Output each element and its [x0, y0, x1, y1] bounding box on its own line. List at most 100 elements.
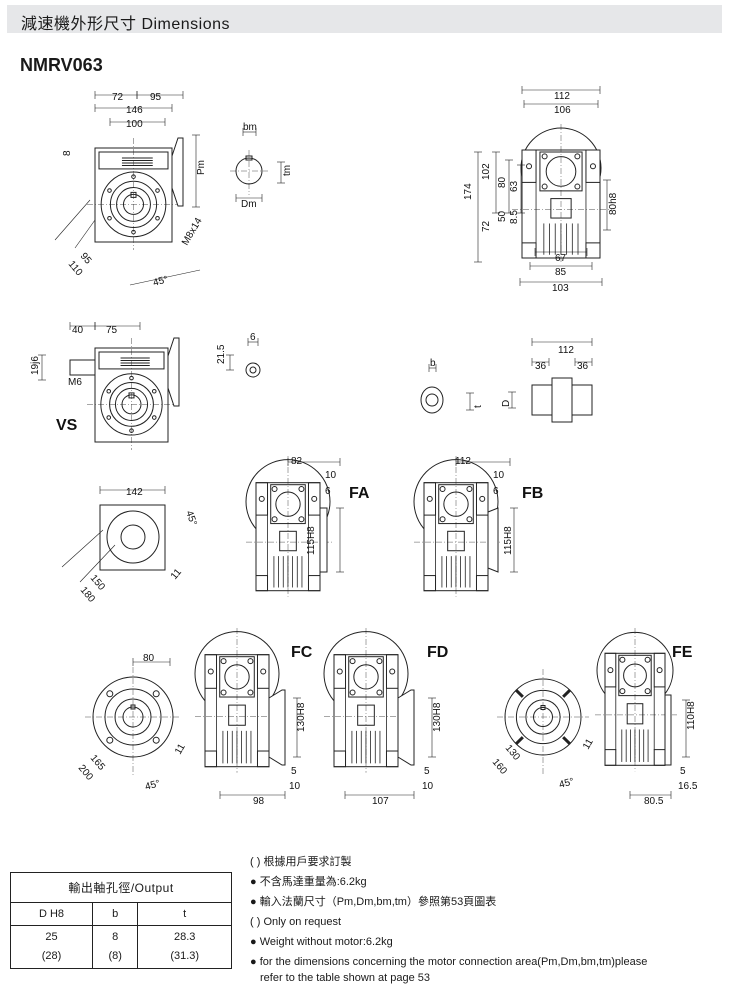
dim-label: 45° [183, 509, 199, 527]
column-header: b [91, 902, 139, 926]
bolt-hole [106, 736, 114, 744]
bolt-hole [260, 668, 267, 675]
drawing-shapes [38, 86, 690, 799]
bolt-hole [271, 516, 278, 523]
bolt-hole [349, 689, 356, 696]
lug [333, 654, 347, 689]
dim-label: 10 [493, 470, 505, 481]
output-flange-fd [397, 689, 415, 766]
foot [255, 575, 269, 592]
input-shaft [69, 359, 96, 376]
bolt-hole [466, 516, 473, 523]
bolt-hole [152, 736, 160, 744]
fb-label: FB [522, 485, 543, 502]
fa-label: FA [349, 485, 370, 502]
dim-label: 130H8 [296, 702, 307, 732]
table-title: 輸出軸孔徑/Output [10, 872, 232, 903]
bore [425, 393, 439, 407]
foot [585, 242, 601, 259]
section-title: 減速機外形尺寸 Dimensions [21, 16, 231, 33]
dim-label: 130H8 [432, 702, 443, 732]
column-header: t [137, 902, 232, 926]
motor-flange [167, 337, 180, 407]
dim-label: 80.5 [644, 796, 664, 807]
dim-label: 8.5 [509, 210, 520, 224]
foot [385, 750, 399, 768]
note: ● 不含馬達重量為:6.2kg [250, 876, 367, 888]
dim-label: 19j6 [30, 356, 41, 375]
bolt-hole [220, 658, 227, 665]
dim-label: 80 [143, 653, 155, 664]
lug [385, 654, 399, 689]
bolt-hole [619, 656, 626, 663]
output-bore-table: 輸出軸孔徑/Output D H8 b t 25(28) 8(8) 28.3(3… [10, 872, 232, 969]
motor-flange [171, 137, 184, 207]
bolt-hole [155, 215, 160, 221]
dim-label: 8 [62, 150, 73, 156]
dimension-line [54, 199, 91, 241]
dim-label: 102 [481, 163, 492, 180]
cell-value: 8 [112, 931, 119, 943]
note: ● Weight without motor:6.2kg [250, 936, 393, 948]
dimension-line [515, 689, 524, 698]
foot [256, 750, 270, 768]
dim-label: 11 [581, 737, 596, 752]
lug [204, 654, 218, 689]
hollow-shaft-hub [551, 377, 573, 423]
dim-label: 11 [169, 567, 184, 582]
dim-label: 112 [554, 91, 570, 102]
dim-label: 10 [422, 781, 434, 792]
dim-label: 21.5 [216, 344, 227, 364]
dim-label: 103 [552, 283, 569, 294]
lug [475, 482, 489, 516]
dim-label: 142 [126, 487, 143, 498]
bolt-hole [376, 658, 383, 665]
dim-label: 80h8 [608, 192, 619, 215]
dimension-line [79, 544, 116, 583]
flange-spigot [106, 510, 160, 564]
output-flange-fb [487, 507, 499, 573]
dim-label: 200 [76, 763, 95, 783]
cell-value: (31.3) [170, 950, 200, 962]
dim-label: 146 [126, 105, 143, 116]
dim-label: 160 [490, 757, 509, 777]
dim-label: 36 [577, 361, 589, 372]
dim-label: 112 [558, 345, 574, 356]
table-cell-t: 28.3(31.3) [137, 925, 232, 969]
note: ● for the dimensions concerning the moto… [250, 956, 648, 968]
bolt-hole [207, 668, 214, 675]
bolt-hole [541, 153, 548, 160]
bolt-hole [389, 668, 396, 675]
dim-label: 110H8 [686, 701, 697, 730]
dim-label: 106 [554, 105, 571, 116]
foot [604, 749, 617, 766]
dim-label: 174 [463, 183, 474, 200]
dim-label: 6 [325, 486, 331, 497]
window [626, 703, 644, 725]
cell-value: 25 [45, 931, 58, 943]
section-header: 減速機外形尺寸 Dimensions [7, 5, 722, 33]
bolt-hole [220, 689, 227, 696]
dim-label: 45° [558, 776, 575, 791]
dim-label: 112 [455, 456, 471, 467]
window [447, 530, 465, 552]
dim-label: 16.5 [678, 781, 698, 792]
dim-label: 63 [509, 180, 520, 192]
dim-label: 5 [680, 766, 686, 777]
note: ( ) 根據用戶要求訂製 [250, 856, 352, 868]
foot [204, 750, 218, 768]
foot [521, 242, 537, 259]
bolt-hole [466, 486, 473, 493]
dim-label: M6 [68, 377, 82, 388]
lug [256, 654, 270, 689]
dim-label: 107 [372, 796, 389, 807]
dim-label: M8x14 [180, 216, 205, 248]
dim-label: 6 [493, 486, 499, 497]
output-shaft-section [420, 386, 444, 414]
bolt-hole [151, 388, 157, 394]
lug [255, 482, 269, 516]
bolt-hole [107, 188, 112, 193]
dim-label: 82 [291, 456, 303, 467]
lug [423, 482, 437, 516]
